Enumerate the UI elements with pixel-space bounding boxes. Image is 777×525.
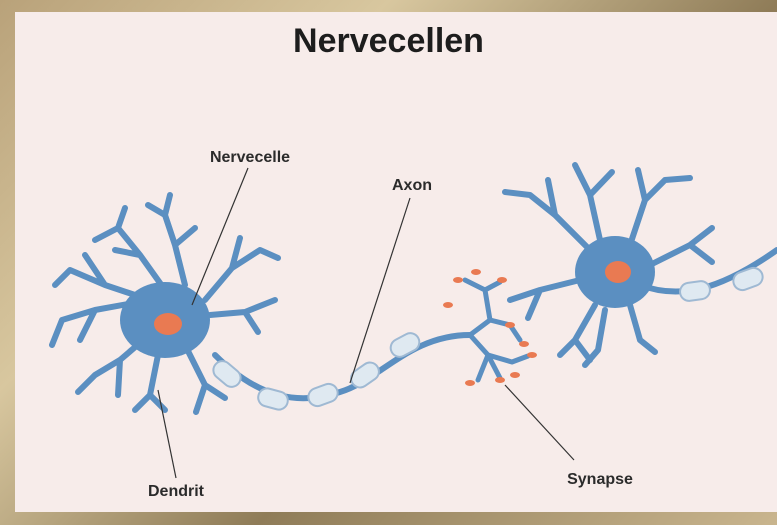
nucleus-left-icon bbox=[154, 313, 182, 335]
leader-line-dendrit bbox=[158, 390, 176, 478]
nucleus-right-icon bbox=[605, 261, 631, 283]
label-axon: Axon bbox=[392, 177, 432, 194]
label-dendrit: Dendrit bbox=[148, 483, 205, 500]
axon-path bbox=[215, 335, 470, 398]
label-nervecelle: Nervecelle bbox=[210, 149, 290, 166]
label-synapse: Synapse bbox=[567, 471, 633, 488]
leader-line-synapse bbox=[505, 385, 574, 460]
